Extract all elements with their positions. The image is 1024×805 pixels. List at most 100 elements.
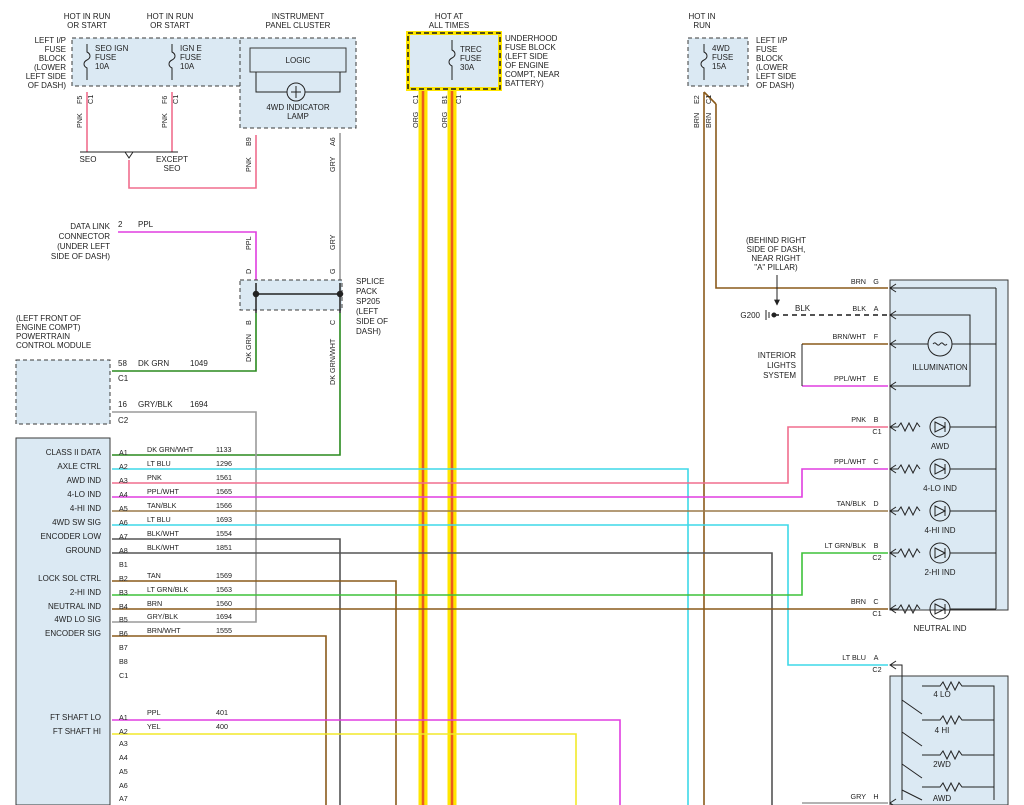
pcm-pin-16: 16 [118, 400, 127, 409]
tccm-func-A1: CLASS II DATA [46, 448, 102, 457]
pin-c1-d: C1 [454, 95, 463, 104]
wire-dkgrnwht-1133 [112, 313, 341, 456]
pin-c1-b: C1 [171, 95, 180, 104]
left-ip-fuse-block [71, 37, 245, 87]
tccm-wire-A1: DK GRN/WHT [147, 445, 194, 454]
tccm-circuit-A3: 1561 [216, 473, 232, 482]
switch-pin-3: E [874, 374, 879, 383]
left-ip-fuse-block-label-line-4: LEFT SIDE [26, 72, 66, 81]
left-ip-fuse-block-2-label-line-0: LEFT I/P [756, 36, 787, 45]
left-ip-fuse-block-label-line-3: (LOWER [34, 63, 66, 72]
tccm-func-A2: AXLE CTRL [57, 462, 101, 471]
wire-brn-fuse-join [703, 91, 717, 105]
tccm-wire-B3: LT GRN/BLK [147, 585, 188, 594]
left-ip-fuse-block-label-line-1: FUSE [45, 45, 66, 54]
illumination-label: ILLUMINATION [912, 363, 968, 372]
mode-switch-icons [890, 664, 995, 801]
wire-gry-vertical: GRY [328, 234, 337, 250]
dlc-pin: 2 [118, 220, 123, 229]
switch-pin-8: C [873, 597, 878, 606]
tccm2-func-A2: FT SHAFT HI [53, 727, 101, 736]
logic-box [249, 47, 347, 73]
tccm-pin-B6: B6 [119, 629, 128, 638]
seo-ign-fuse-label-line-1: FUSE [95, 53, 116, 62]
indicator-lamp-label-line-1: LAMP [287, 112, 309, 121]
splice-pack-label-line-4: SIDE OF [356, 317, 388, 326]
tccm-pin-B1: B1 [119, 560, 128, 569]
tccm-func-B2: LOCK SOL CTRL [38, 574, 101, 583]
wire-dkgrn-vertical: DK GRN [244, 334, 253, 362]
tccm-circuit-B6: 1555 [216, 626, 232, 635]
tccm-func-A7: ENCODER LOW [41, 532, 102, 541]
data-link-connector-label-line-1: CONNECTOR [59, 232, 111, 241]
pcm-wire-16: GRY/BLK [138, 400, 173, 409]
wire-dkgrnwht-vertical: DK GRN/WHT [328, 338, 337, 385]
tccm-pin-B3: B3 [119, 588, 128, 597]
seo-ign-fuse-label-line-2: 10A [95, 62, 110, 71]
wire-org-label-2: ORG [440, 111, 449, 128]
splice-pin-c: C [328, 320, 337, 325]
instrument-panel-cluster-label-line-0: INSTRUMENT [272, 12, 325, 21]
wire-grybl-1694 [112, 411, 257, 623]
pin-f6: F6 [160, 96, 169, 104]
tccm-wire-A6: LT BLU [147, 515, 171, 524]
tccm-wire-B2: TAN [147, 571, 161, 580]
encoder-switch-box [889, 675, 1009, 805]
4wd-fuse-block [687, 37, 749, 87]
fuse-4wd-label-line-1: FUSE [712, 53, 733, 62]
fuse-4wd-label-line-0: 4WD [712, 44, 730, 53]
pin-e2: E2 [692, 95, 701, 104]
interior-lights-label-line-1: LIGHTS [767, 361, 796, 370]
pin-c1-e: C1 [704, 95, 713, 104]
hot-in-run-label-line-0: HOT IN [689, 12, 716, 21]
switch-pin-6: D [873, 499, 878, 508]
dlc-wire: PPL [138, 220, 154, 229]
tccm-pin-A7: A7 [119, 532, 128, 541]
ign-e-fuse-icon [168, 44, 176, 80]
wire-pnk-label-2: PNK [160, 113, 169, 128]
splice-pin-d: D [244, 269, 253, 274]
except-seo-label-line-0: EXCEPT [156, 155, 188, 164]
trec-fuse-label-line-2: 30A [460, 63, 475, 72]
indicator-lamp-label-line-0: 4WD INDICATOR [266, 103, 329, 112]
wire-pnk-cluster [128, 135, 257, 189]
tccm-pin-B4: B4 [119, 602, 128, 611]
left-ip-fuse-block-2-label-line-5: OF DASH) [756, 81, 795, 90]
pin-c1-a: C1 [86, 95, 95, 104]
tccm-wire-A5: TAN/BLK [147, 501, 177, 510]
tccm-wire-B4: BRN [147, 599, 162, 608]
trec-fuse-label-line-0: TREC [460, 45, 482, 54]
tccm2-circuit-A1: 401 [216, 708, 228, 717]
data-link-connector-label-line-0: DATA LINK [70, 222, 110, 231]
awd-label: AWD [931, 442, 950, 451]
ign-e-fuse-label-line-2: 10A [180, 62, 195, 71]
pcm-label-line-1: ENGINE COMPT) [16, 323, 81, 332]
wire-ppl-vertical: PPL [244, 236, 253, 250]
tccm-pin-C1: C1 [119, 671, 128, 680]
pcm-label-line-2: POWERTRAIN [16, 332, 70, 341]
wire-tan-1569 [112, 580, 397, 805]
left-ip-fuse-block-2-label-line-2: BLOCK [756, 54, 784, 63]
hot-in-run-label-line-1: RUN [693, 21, 711, 30]
wire-brn-label-1: BRN [692, 113, 701, 128]
tccm-circuit-B3: 1563 [216, 585, 232, 594]
tccm-wire-A8: BLK/WHT [147, 543, 180, 552]
pin-c1-c: C1 [411, 95, 420, 104]
switch-wire-5: PPL/WHT [834, 457, 867, 466]
data-link-connector-label-line-3: SIDE OF DASH) [51, 252, 110, 261]
pcm-label-line-0: (LEFT FRONT OF [16, 314, 81, 323]
tccm-circuit-A6: 1693 [216, 515, 232, 524]
underhood-fuse-block-label-line-0: UNDERHOOD [505, 34, 558, 43]
tccm-func-A5: 4-HI IND [70, 504, 101, 513]
underhood-fuse-block-label-line-3: OF ENGINE [505, 61, 549, 70]
left-ip-fuse-block-2-label-line-1: FUSE [756, 45, 777, 54]
switch-wire-7: LT GRN/BLK [825, 541, 866, 550]
wire-brnwht-1555 [112, 635, 327, 805]
switch-wire-1: BLK [852, 304, 866, 313]
pcm-box [15, 359, 111, 425]
splice-pack-label-line-1: PACK [356, 287, 378, 296]
ign-e-fuse-label-line-1: FUSE [180, 53, 201, 62]
